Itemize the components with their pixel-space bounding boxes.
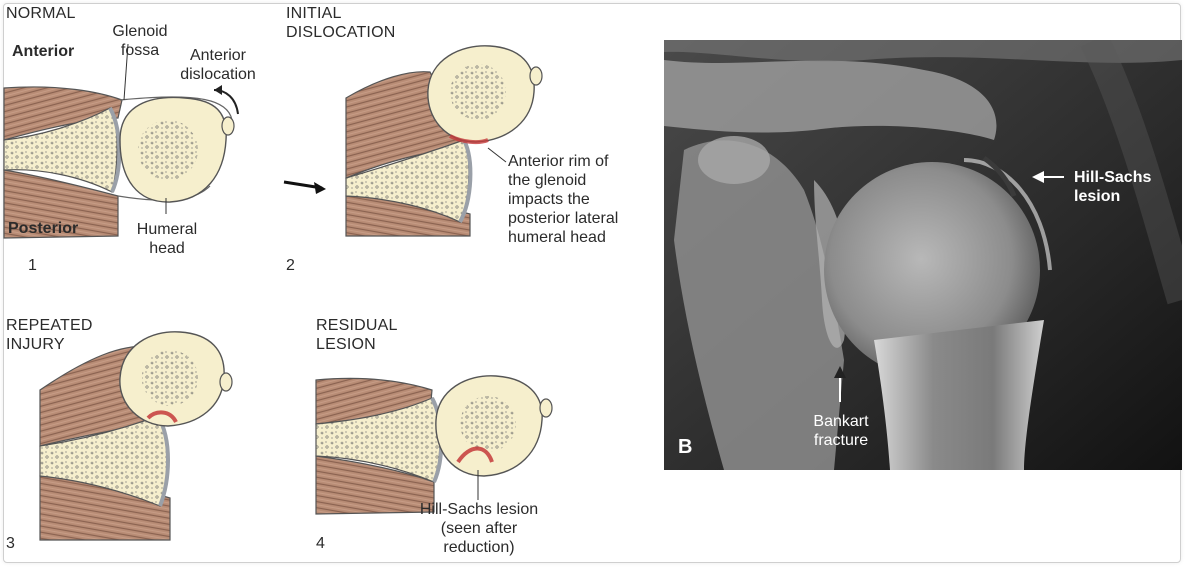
panel-4-title: RESIDUAL LESION bbox=[316, 317, 398, 353]
impaction-zone-2 bbox=[449, 134, 489, 145]
panel-2-note: Anterior rim of the glenoid impacts the … bbox=[508, 153, 619, 246]
panel-3-repeated-injury bbox=[39, 331, 233, 541]
xray-label-bankart: Bankart fracture bbox=[813, 413, 869, 449]
panel-3-number: 3 bbox=[6, 535, 15, 552]
panel-4-residual-lesion bbox=[315, 375, 553, 515]
lesion-3 bbox=[146, 410, 178, 424]
posterior-muscle bbox=[3, 169, 119, 239]
xray-label-hill-sachs: Hill-Sachs lesion bbox=[1074, 169, 1152, 205]
panel-4-note: Hill-Sachs lesion (seen after reduction) bbox=[419, 501, 539, 556]
panel-1-title: NORMAL bbox=[6, 5, 76, 22]
panel-4-number: 4 bbox=[316, 535, 325, 552]
panel-2-title: INITIAL DISLOCATION bbox=[286, 5, 396, 41]
label-anterior-dislocation: Anterior dislocation bbox=[180, 47, 256, 83]
label-anterior: Anterior bbox=[12, 43, 75, 60]
glenoid-cartilage bbox=[108, 107, 122, 193]
label-posterior: Posterior bbox=[8, 220, 79, 237]
glenoid-bone bbox=[3, 107, 118, 193]
anterior-muscle bbox=[3, 86, 123, 141]
label-humeral-head: Humeral head bbox=[136, 221, 198, 257]
xray-drawing bbox=[664, 40, 1182, 470]
shoulder-dislocation-diagram bbox=[3, 43, 553, 541]
panel-2-initial-dislocation bbox=[345, 45, 543, 237]
panel-3-title: REPEATED INJURY bbox=[6, 317, 93, 353]
panel-2-number: 2 bbox=[286, 257, 295, 274]
panel-1-normal bbox=[3, 43, 239, 239]
xray-panel-letter: B bbox=[678, 436, 693, 458]
lesion-4 bbox=[456, 446, 494, 464]
panel-1-number: 1 bbox=[28, 257, 37, 274]
label-glenoid-fossa: Glenoid fossa bbox=[112, 23, 168, 59]
xray-image bbox=[664, 40, 1182, 470]
